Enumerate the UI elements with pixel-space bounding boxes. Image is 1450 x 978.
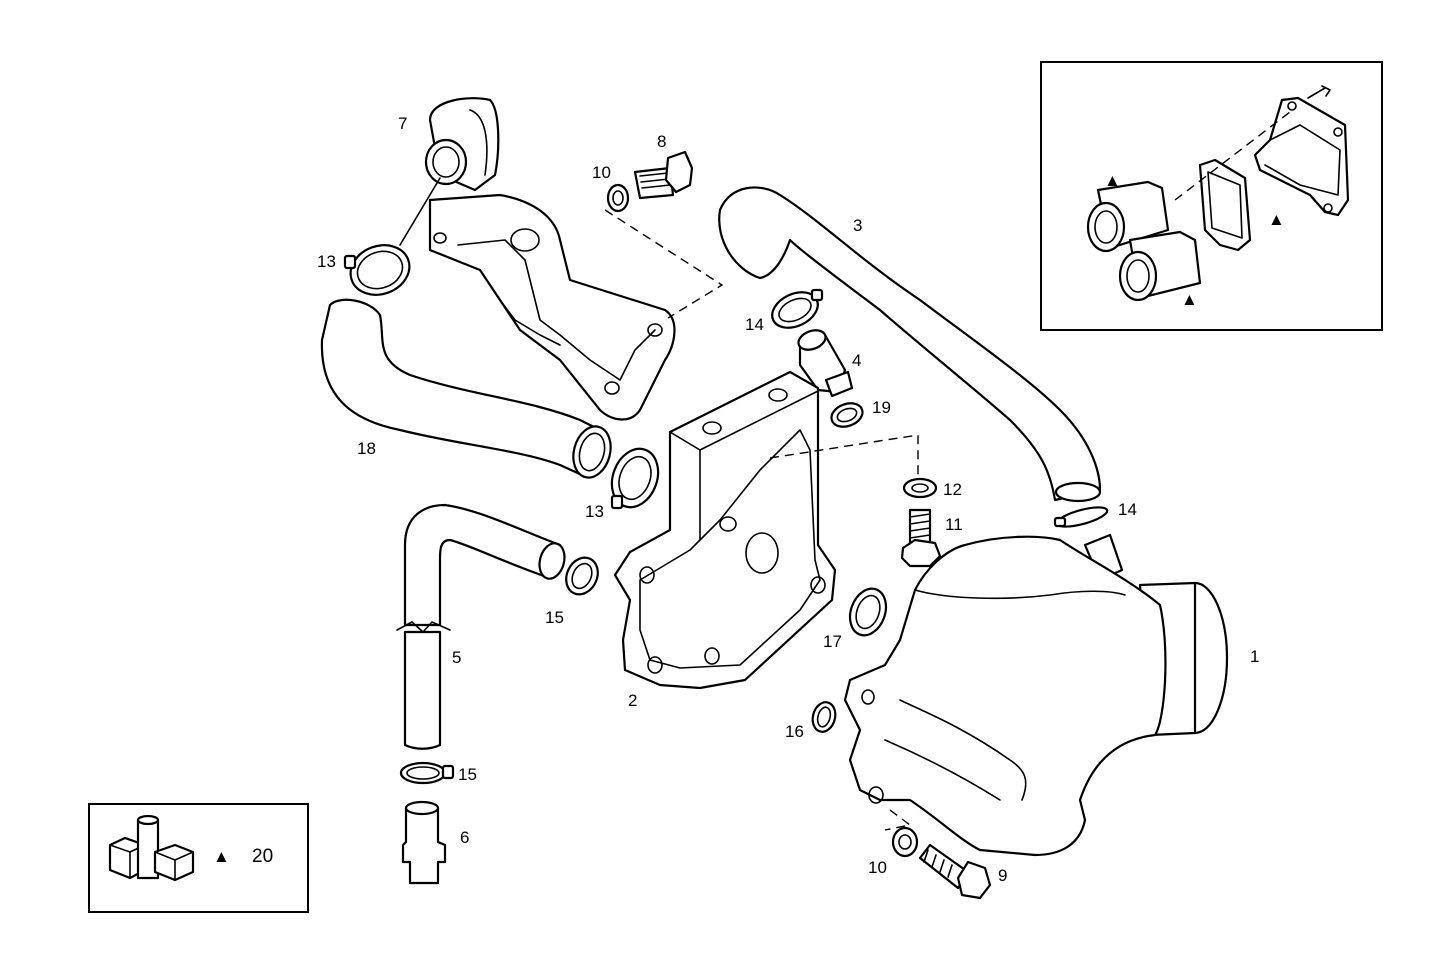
part-8-bolt[interactable]: [633, 150, 694, 200]
legend-marker: ▲: [213, 847, 230, 866]
inset-screw: [1307, 85, 1331, 99]
label-12: 12: [943, 480, 962, 499]
label-14-lower: 14: [1118, 500, 1137, 519]
part-13-upper-clamp[interactable]: [343, 237, 417, 303]
label-2: 2: [628, 691, 637, 710]
part-4-fitting[interactable]: [796, 327, 854, 398]
part-12-washer[interactable]: [902, 477, 938, 499]
part-10-upper-washer[interactable]: [606, 183, 630, 213]
label-3: 3: [853, 216, 862, 235]
part-18-hose[interactable]: [320, 298, 616, 482]
label-4: 4: [852, 351, 861, 370]
label-8: 8: [657, 132, 666, 151]
label-13-upper: 13: [317, 252, 336, 271]
part-13-lower-clamp[interactable]: [604, 442, 666, 513]
part-19-o-ring[interactable]: [828, 399, 866, 431]
label-19: 19: [872, 398, 891, 417]
part-9-bolt[interactable]: [918, 843, 992, 900]
inset-marker-3: ▲: [1181, 290, 1198, 309]
label-16: 16: [785, 722, 804, 741]
label-10-lower: 10: [868, 858, 887, 877]
label-14-upper: 14: [745, 315, 764, 334]
inset-cover: [1253, 96, 1350, 217]
part-5-hose[interactable]: [396, 503, 568, 750]
label-13-lower: 13: [585, 502, 604, 521]
callout-labels: 1 2 3 4 5 6 7 8 9 10 10 11 12 13 13 14 1…: [317, 114, 1259, 885]
part-10-lower-washer[interactable]: [891, 826, 919, 858]
part-17-o-ring[interactable]: [844, 584, 892, 641]
label-6: 6: [460, 828, 469, 847]
label-5: 5: [452, 648, 461, 667]
inset-sleeve-upper: [1086, 180, 1170, 253]
inset-marker-1: ▲: [1104, 171, 1121, 190]
label-11: 11: [945, 515, 963, 534]
part-14-upper-clamp[interactable]: [766, 285, 824, 334]
part-3-hose[interactable]: [718, 186, 1102, 503]
legend-kit-icon: [108, 814, 195, 882]
part-7-bracket[interactable]: [424, 97, 676, 421]
part-6-pipe[interactable]: [401, 800, 447, 885]
inset-sleeve-lower: [1118, 230, 1202, 302]
label-18: 18: [357, 439, 376, 458]
part-11-bolt[interactable]: [900, 508, 942, 568]
part-14-lower-clamp[interactable]: [1053, 504, 1109, 531]
part-15-upper-clamp[interactable]: [560, 552, 603, 599]
label-17: 17: [823, 632, 842, 651]
label-7: 7: [398, 114, 407, 133]
inset-marker-2: ▲: [1268, 210, 1285, 229]
label-15-lower: 15: [458, 765, 477, 784]
label-1: 1: [1250, 647, 1259, 666]
label-15-upper: 15: [545, 608, 564, 627]
part-2-body[interactable]: [613, 370, 837, 690]
inset-kit-box: ▲ ▲ ▲: [1040, 61, 1383, 331]
label-10-upper: 10: [592, 163, 611, 182]
legend-box: ▲ 20: [88, 803, 309, 913]
part-1-housing[interactable]: [843, 533, 1229, 857]
part-16-o-ring[interactable]: [809, 700, 838, 735]
part-15-lower-clamp[interactable]: [399, 761, 455, 785]
label-9: 9: [998, 866, 1007, 885]
legend-label-20: 20: [252, 846, 273, 867]
